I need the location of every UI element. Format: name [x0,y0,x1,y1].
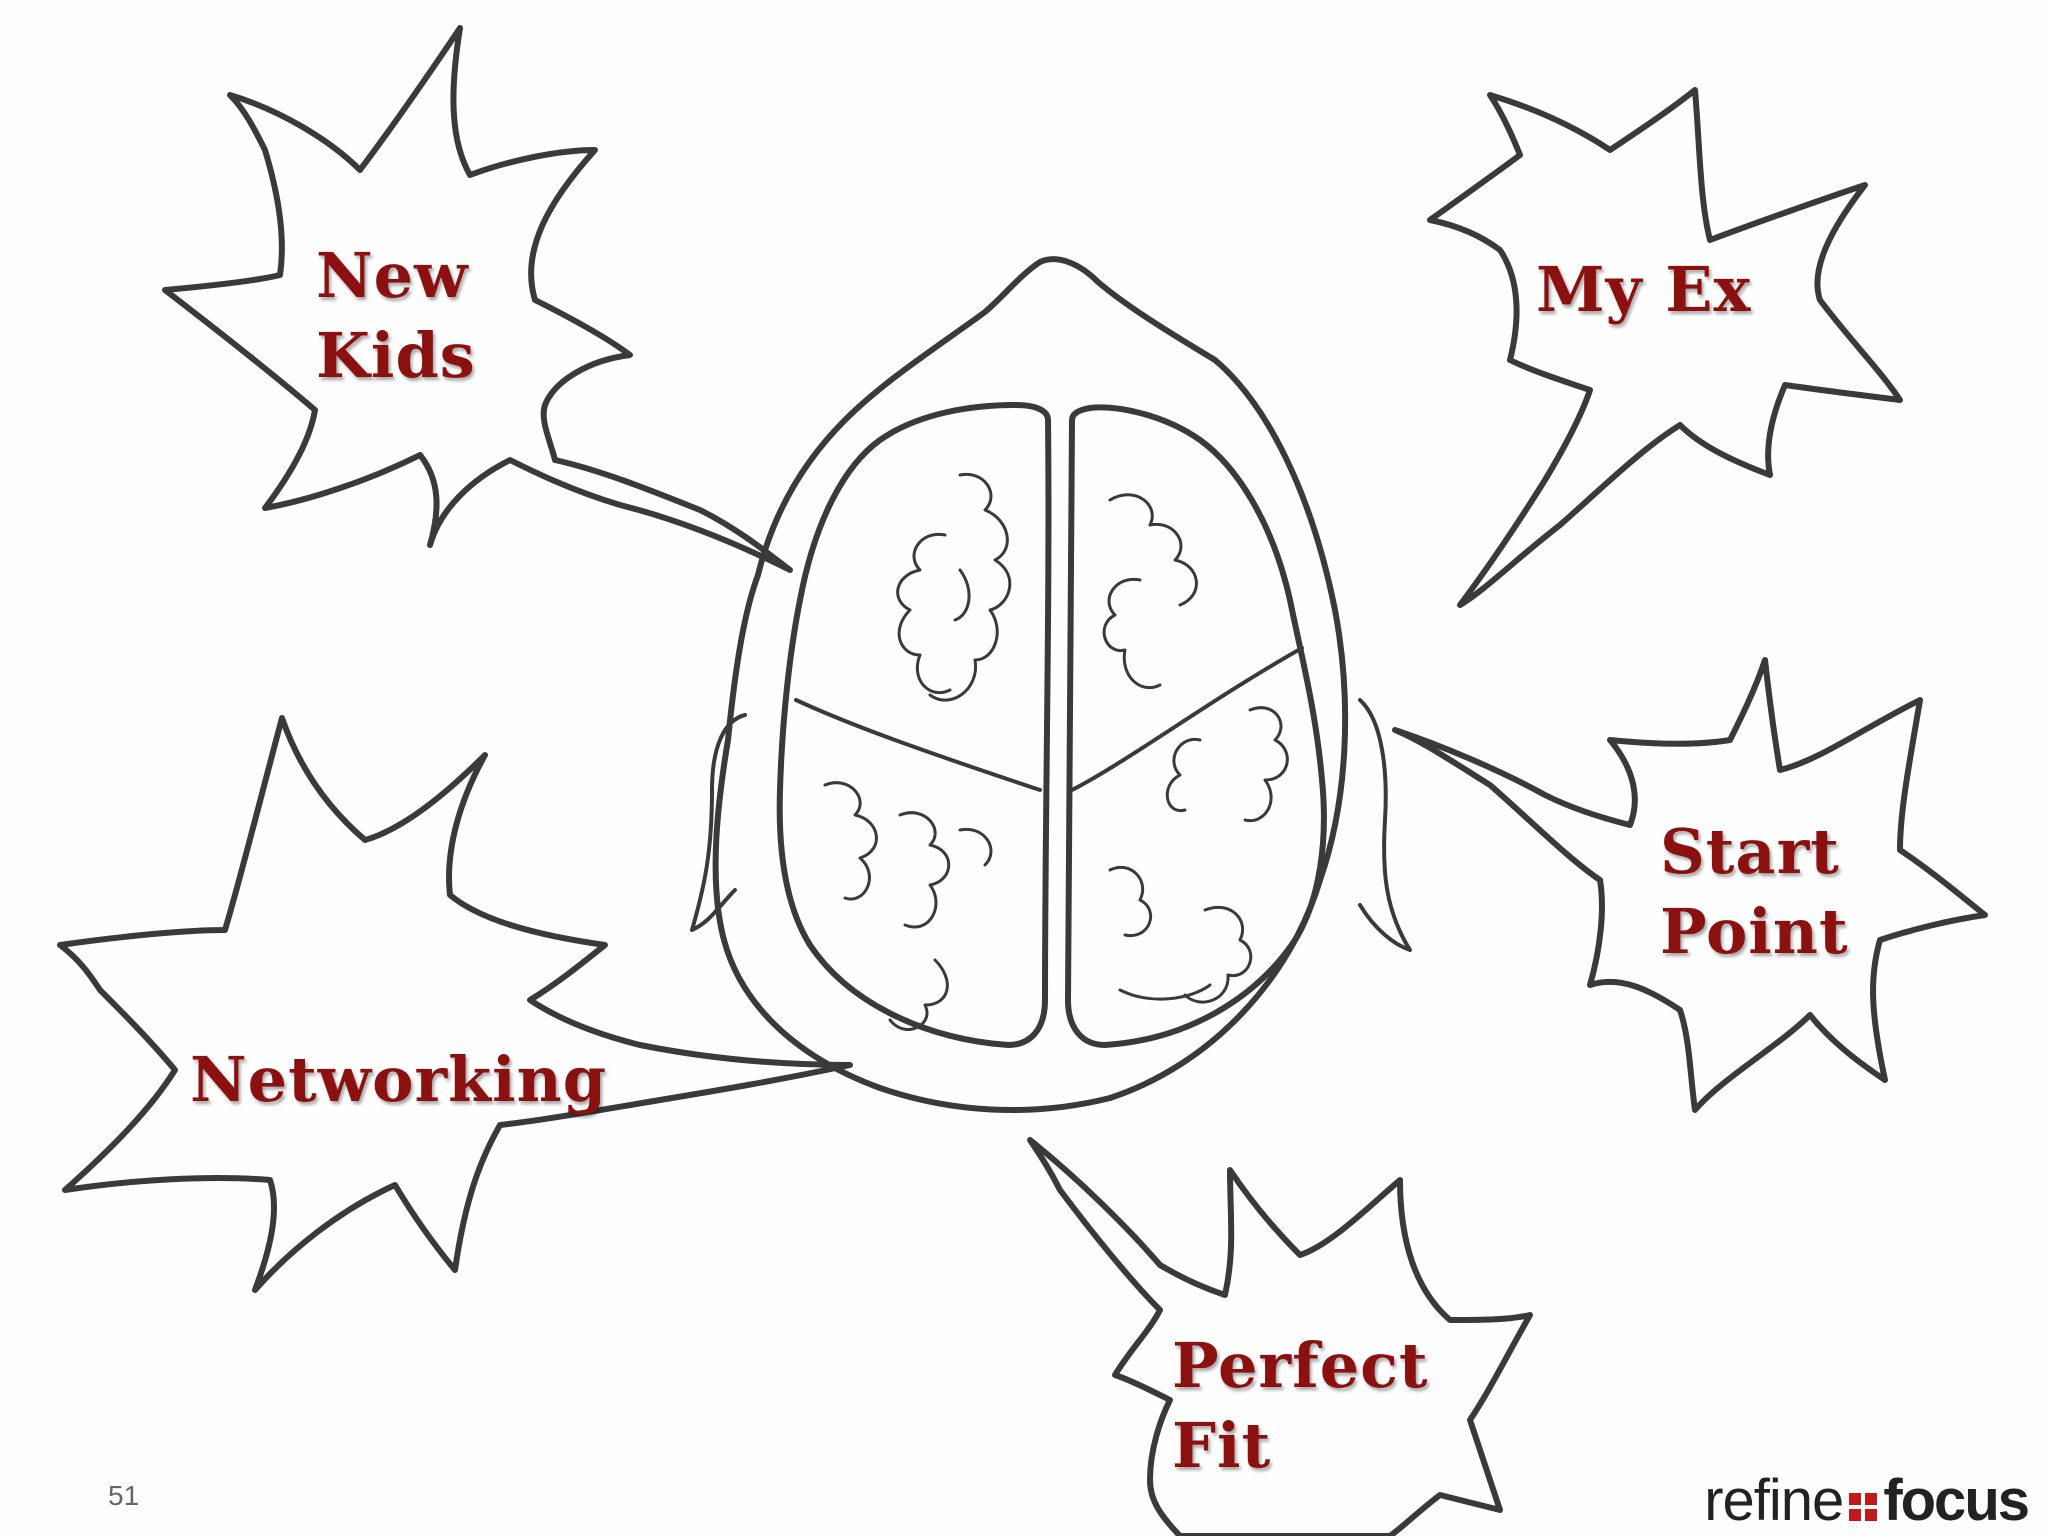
logo-mark-square [1865,1493,1878,1505]
brain-left-hemisphere-icon [776,402,1052,1048]
starburst-networking-icon [57,715,853,1293]
brain-right-hemisphere-icon [1065,404,1327,1048]
logo-text-refine: refine [1704,1468,1844,1533]
logo-text-focus: focus [1883,1468,2030,1533]
bubble-label-my-ex: My Ex [1536,250,1751,330]
bubble-label-perfect-fit: Perfect Fit [1172,1326,1429,1486]
brain-right-fissure-icon [1070,646,1304,792]
bubble-label-line: Kids [316,319,476,392]
bubble-label-line: New [316,239,469,312]
starburst-start-point-icon [1392,657,1988,1113]
logo-mark-square [1849,1509,1862,1521]
logo-mark-square [1865,1509,1878,1521]
brain-left-fissure-icon [794,698,1042,792]
bubble-label-line: My Ex [1536,253,1752,326]
brain-folds [823,472,1289,1031]
logo-mark-icon [1849,1493,1878,1521]
right-ear-icon [1358,698,1412,952]
head-outline-icon [712,256,1349,1113]
bubble-label-start-point: Start Point [1660,812,1849,972]
brain-drawing [776,402,1327,1048]
brand-logo: refine focus [1704,1466,2030,1536]
head-drawing [690,256,1412,1113]
logo-mark-square [1849,1493,1862,1505]
bubble-label-new-kids: New Kids [316,236,476,396]
bubble-label-line: Point [1660,895,1849,968]
bubble-label-line: Fit [1172,1409,1272,1482]
left-ear-icon [690,713,747,932]
starburst-new-kids-icon [162,25,793,573]
starburst-my-ex-icon [1427,87,1903,608]
bubble-label-line: Start [1660,815,1840,888]
starburst-perfect-fit-icon [1027,1137,1533,1536]
slide-number: 51 [108,1480,140,1511]
bubble-label-line: Perfect [1172,1329,1429,1402]
bubble-label-networking: Networking [190,1040,607,1120]
bubble-label-line: Networking [190,1043,608,1116]
